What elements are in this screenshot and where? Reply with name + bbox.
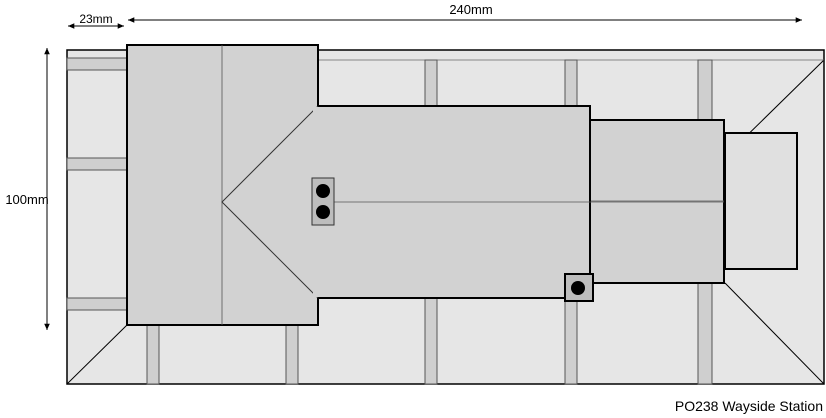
right-wing-roof <box>589 119 725 284</box>
fence-post <box>697 59 713 121</box>
cross-wing-valley <box>221 105 319 299</box>
fence-rail <box>66 57 128 71</box>
chimney-pot <box>316 184 330 198</box>
base-hip-line <box>66 324 128 385</box>
fence-post <box>564 59 578 107</box>
fence-post <box>424 59 438 107</box>
base-hip-line <box>724 282 825 385</box>
extension-roof-outline <box>724 132 798 270</box>
depth-dimension-label: 100mm <box>5 192 48 207</box>
chimney-single <box>564 273 594 302</box>
chimney-pot <box>571 281 585 295</box>
length-dimension-label: 240mm <box>449 2 492 17</box>
fence-post <box>146 324 160 385</box>
cross-wing-roof <box>126 44 323 326</box>
cross-wing-roof-outline <box>126 44 319 326</box>
extension-roof <box>724 132 798 270</box>
fence-post <box>424 297 438 385</box>
fence-post <box>285 324 299 385</box>
fence-post <box>564 297 578 385</box>
chimney-stack <box>564 273 594 302</box>
fence-rail <box>66 297 128 311</box>
dimension-lines <box>44 17 802 330</box>
chimney-double <box>311 177 335 226</box>
left-margin-dimension-label: 23mm <box>79 12 112 26</box>
fence-rail <box>66 157 128 171</box>
chimney-pot <box>316 205 330 219</box>
figure-caption: PO238 Wayside Station <box>675 398 823 414</box>
right-wing-roof-outline <box>589 119 725 284</box>
fence-post <box>697 282 713 385</box>
